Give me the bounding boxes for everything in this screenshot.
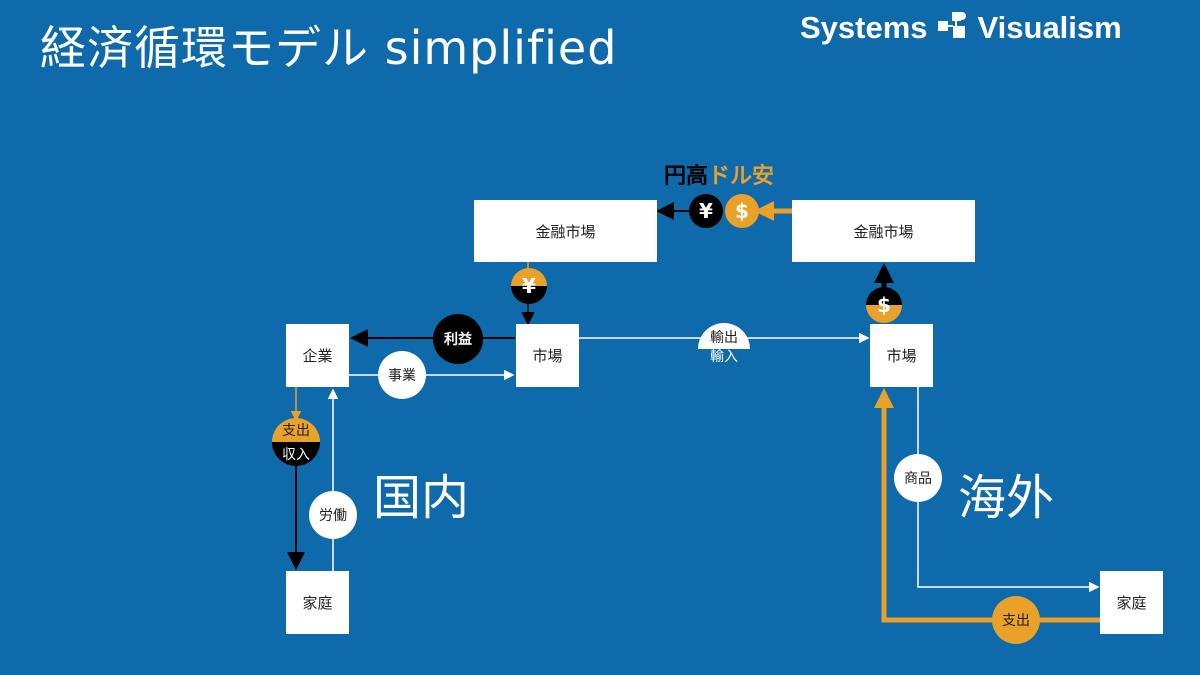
- export-label: 輸出: [710, 330, 738, 346]
- export-import-node: 輸出 輸入: [698, 323, 750, 375]
- domestic-label: 国内: [373, 470, 470, 526]
- business-circle: 事業: [378, 351, 426, 399]
- brand-left-text: Systems: [800, 10, 928, 45]
- market-left-box: 市場: [516, 324, 579, 387]
- goods-arrow: [917, 387, 1100, 593]
- expense-label: 支出: [282, 423, 310, 439]
- home-right-box: 家庭: [1100, 571, 1163, 634]
- import-label: 輸入: [710, 349, 738, 365]
- yen-coin-icon: ¥: [689, 194, 723, 228]
- systems-visualism-icon: [936, 9, 970, 47]
- yen-node: ¥: [511, 268, 547, 304]
- finance-market-left: 金融市場: [474, 200, 657, 262]
- finance-market-right: 金融市場: [792, 200, 975, 262]
- goods-circle: 商品: [894, 454, 942, 502]
- foreign-expense-circle: 支出: [992, 596, 1040, 644]
- company-box: 企業: [286, 324, 349, 387]
- market-right-box: 市場: [870, 324, 933, 387]
- profit-circle: 利益: [433, 314, 483, 364]
- dollar-coin-icon: $: [725, 194, 759, 228]
- strong-yen-part: 円高: [664, 164, 709, 189]
- brand-right-text: Visualism: [977, 10, 1122, 45]
- foreign-label: 海外: [958, 470, 1055, 526]
- weak-dollar-part: ドル安: [708, 164, 775, 189]
- page-title: 経済循環モデル simplified: [40, 21, 618, 75]
- labor-circle: 労働: [309, 491, 357, 539]
- home-left-box: 家庭: [286, 571, 349, 634]
- expense-income-circle: 支出 収入: [272, 418, 320, 466]
- dollar-node: $: [866, 287, 902, 323]
- brand-logo: Systems Visualism: [800, 8, 1195, 48]
- strong-yen-label: 円高ドル安: [664, 158, 774, 190]
- income-label: 収入: [282, 447, 310, 463]
